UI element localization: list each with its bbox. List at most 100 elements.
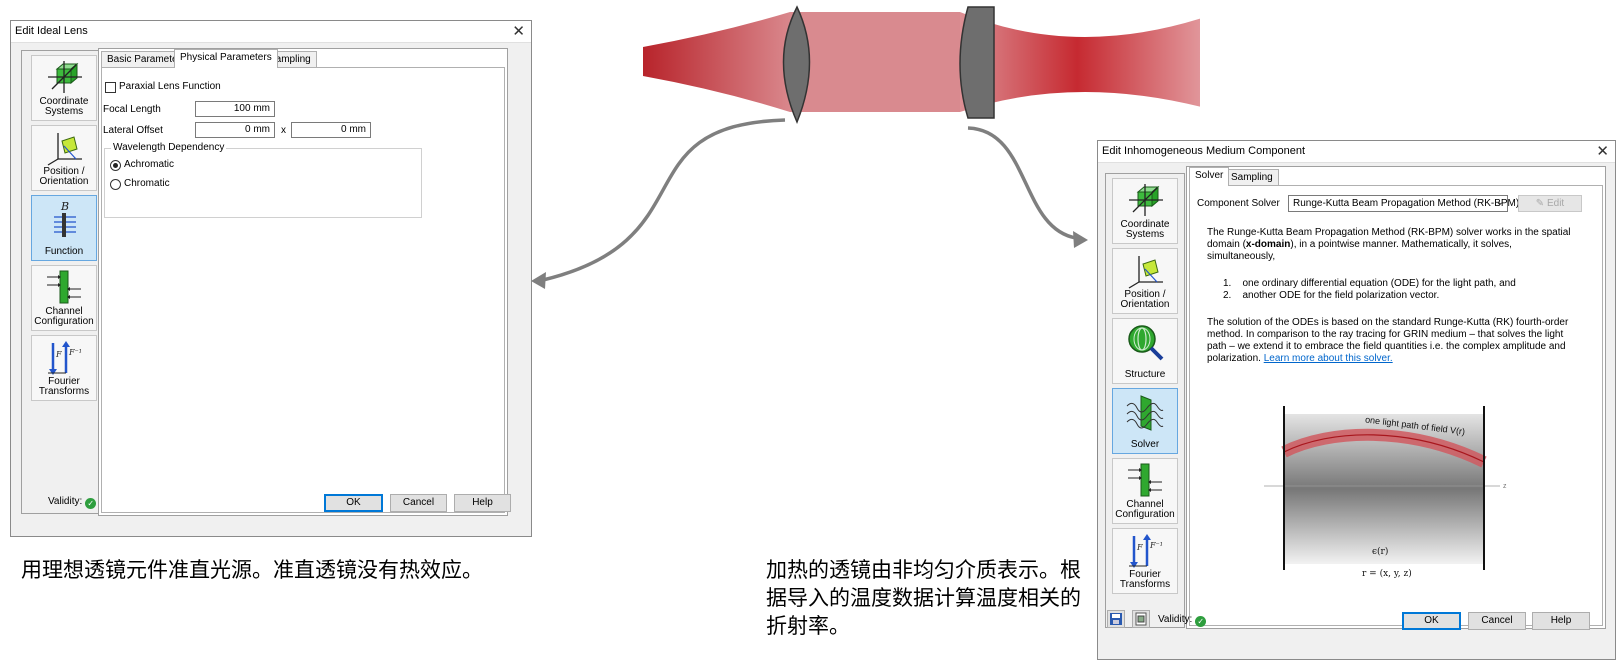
structure-icon bbox=[1128, 325, 1164, 361]
learn-more-link[interactable]: Learn more about this solver. bbox=[1263, 353, 1393, 364]
wavelength-group-label: Wavelength Dependency bbox=[111, 142, 227, 153]
arrow-to-medium-dialog bbox=[967, 126, 1077, 240]
chevron-down-icon: ⌄ bbox=[1495, 197, 1504, 208]
sidebar-item-label: Function bbox=[44, 246, 84, 257]
inhomogeneous-medium-dialog: Edit Inhomogeneous Medium Component ✕ Co… bbox=[1097, 140, 1616, 660]
fourier-transforms-icon: F F⁻¹ bbox=[1129, 534, 1163, 568]
physical-parameters-page: Paraxial Lens Function Focal Length 100 … bbox=[101, 67, 505, 513]
achromatic-radio[interactable] bbox=[110, 160, 121, 171]
close-icon[interactable]: ✕ bbox=[512, 23, 525, 40]
fourier-transforms-icon: F F⁻¹ bbox=[48, 341, 82, 375]
right-caption: 加热的透镜由非均匀介质表示。根据导入的温度数据计算温度相关的折射率。 bbox=[766, 558, 1081, 638]
arrow-to-lens-dialog bbox=[542, 118, 786, 282]
sidebar-item-label: Channel Configuration bbox=[1115, 499, 1175, 520]
solver-description-2: The solution of the ODEs is based on the… bbox=[1207, 317, 1577, 365]
help-button[interactable]: Help bbox=[1532, 612, 1590, 630]
desc-1-bold: x-domain bbox=[1245, 239, 1291, 250]
validity-label: Validity: bbox=[48, 496, 83, 507]
ok-button[interactable]: OK bbox=[1402, 612, 1461, 630]
position-orientation-icon bbox=[47, 133, 82, 166]
component-solver-label: Component Solver bbox=[1197, 198, 1280, 209]
coordinate-systems-icon bbox=[1129, 184, 1163, 216]
validity-label: Validity: bbox=[1158, 614, 1193, 625]
light-path-ray bbox=[1283, 434, 1485, 463]
tab-physical-parameters[interactable]: Physical Parameters bbox=[174, 49, 278, 68]
lateral-offset-label: Lateral Offset bbox=[103, 125, 163, 136]
focal-length-input[interactable]: 100 mm bbox=[195, 101, 275, 117]
lateral-offset-separator: x bbox=[281, 125, 286, 136]
heated-lens bbox=[959, 6, 995, 119]
pencil-icon: ✎ bbox=[1535, 198, 1547, 209]
tab-solver[interactable]: Solver bbox=[1189, 167, 1230, 186]
component-solver-select[interactable]: Runge-Kutta Beam Propagation Method (RK-… bbox=[1288, 195, 1519, 212]
solver-diagram: one light path of field V(r) z ϵ(r) r = … bbox=[1264, 406, 1507, 579]
focal-length-label: Focal Length bbox=[103, 104, 161, 115]
list-item: 2. another ODE for the field polarizatio… bbox=[1223, 290, 1573, 302]
svg-text:B: B bbox=[60, 200, 69, 213]
svg-text:F⁻¹: F⁻¹ bbox=[1149, 541, 1163, 550]
check-icon: ✓ bbox=[85, 498, 97, 509]
save-icon[interactable] bbox=[1107, 610, 1125, 628]
sidebar-item-label: Position / Orientation bbox=[39, 166, 89, 187]
left-caption: 用理想透镜元件准直光源。准直透镜没有热效应。 bbox=[21, 558, 483, 582]
svg-text:F: F bbox=[1136, 543, 1143, 552]
sidebar-item-coordinate-systems[interactable]: Coordinate Systems bbox=[1112, 178, 1178, 244]
cancel-button[interactable]: Cancel bbox=[1468, 612, 1526, 630]
sidebar-item-label: Fourier Transforms bbox=[38, 376, 90, 397]
medium-sidebar: Coordinate Systems Position / Orientatio… bbox=[1105, 173, 1185, 628]
list-text: one ordinary differential equation (ODE)… bbox=[1242, 278, 1516, 289]
position-orientation-icon bbox=[1128, 256, 1163, 289]
sidebar-item-solver[interactable]: Solver bbox=[1112, 388, 1178, 454]
arrow-head-left bbox=[531, 272, 546, 289]
sidebar-item-channel-configuration[interactable]: Channel Configuration bbox=[1112, 458, 1178, 524]
diagram-eps-label: ϵ(r) bbox=[1372, 546, 1388, 557]
edit-button[interactable]: ✎ Edit bbox=[1518, 195, 1582, 212]
dialog-title: Edit Ideal Lens bbox=[15, 25, 88, 37]
sidebar-item-position-orientation[interactable]: Position / Orientation bbox=[31, 125, 97, 191]
achromatic-label: Achromatic bbox=[124, 159, 175, 170]
dialog-title: Edit Inhomogeneous Medium Component bbox=[1102, 145, 1306, 157]
edit-label: Edit bbox=[1546, 198, 1565, 209]
tab-sampling[interactable]: Sampling bbox=[1225, 169, 1279, 186]
sidebar-item-position-orientation[interactable]: Position / Orientation bbox=[1112, 248, 1178, 314]
component-solver-value: Runge-Kutta Beam Propagation Method (RK-… bbox=[1293, 198, 1520, 209]
desc-1b: ), in a pointwise manner. Mathematically… bbox=[1207, 239, 1512, 262]
beam-illustration bbox=[643, 5, 1200, 124]
focused-beam bbox=[960, 12, 1200, 112]
validity-indicator: Validity:✓ bbox=[48, 496, 97, 509]
sidebar-item-channel-configuration[interactable]: Channel Configuration bbox=[31, 265, 97, 331]
solver-icon bbox=[1126, 395, 1164, 431]
function-icon: B bbox=[54, 200, 76, 237]
help-button[interactable]: Help bbox=[454, 494, 511, 512]
channel-configuration-icon bbox=[47, 270, 81, 304]
sidebar-item-function[interactable]: B Function bbox=[31, 195, 97, 261]
svg-text:F: F bbox=[55, 350, 62, 359]
catalog-icon[interactable] bbox=[1132, 610, 1150, 628]
ideal-lens-dialog: Edit Ideal Lens ✕ Coordinate Systems bbox=[10, 20, 532, 537]
cancel-button[interactable]: Cancel bbox=[390, 494, 447, 512]
sidebar-item-coordinate-systems[interactable]: Coordinate Systems bbox=[31, 55, 97, 121]
solver-description-1: The Runge-Kutta Beam Propagation Method … bbox=[1207, 227, 1577, 263]
medium-content-panel: Solver Sampling Component Solver Runge-K… bbox=[1186, 166, 1606, 629]
sidebar-item-label: Structure bbox=[1124, 369, 1166, 380]
collimated-beam bbox=[790, 12, 960, 112]
ok-button[interactable]: OK bbox=[324, 494, 383, 512]
lateral-offset-x-input[interactable]: 0 mm bbox=[195, 122, 275, 138]
check-icon: ✓ bbox=[1195, 616, 1207, 627]
sidebar-item-structure[interactable]: Structure bbox=[1112, 318, 1178, 384]
list-item: 1. one ordinary differential equation (O… bbox=[1223, 278, 1573, 290]
sidebar-item-label: Channel Configuration bbox=[34, 306, 94, 327]
chromatic-label: Chromatic bbox=[124, 178, 170, 189]
paraxial-checkbox[interactable] bbox=[105, 82, 116, 93]
svg-text:F⁻¹: F⁻¹ bbox=[68, 348, 82, 357]
diagram-axis-label: z bbox=[1503, 483, 1507, 490]
diverging-beam bbox=[643, 12, 790, 112]
sidebar-item-fourier-transforms[interactable]: F F⁻¹ Fourier Transforms bbox=[31, 335, 97, 401]
lateral-offset-y-input[interactable]: 0 mm bbox=[291, 122, 371, 138]
sidebar-item-label: Solver bbox=[1130, 439, 1160, 450]
chromatic-radio[interactable] bbox=[110, 179, 121, 190]
dialog-title-bar: Edit Ideal Lens ✕ bbox=[11, 21, 531, 43]
close-icon[interactable]: ✕ bbox=[1596, 143, 1609, 160]
validity-indicator: Validity:✓ bbox=[1158, 614, 1207, 627]
sidebar-item-fourier-transforms[interactable]: F F⁻¹ Fourier Transforms bbox=[1112, 528, 1178, 594]
